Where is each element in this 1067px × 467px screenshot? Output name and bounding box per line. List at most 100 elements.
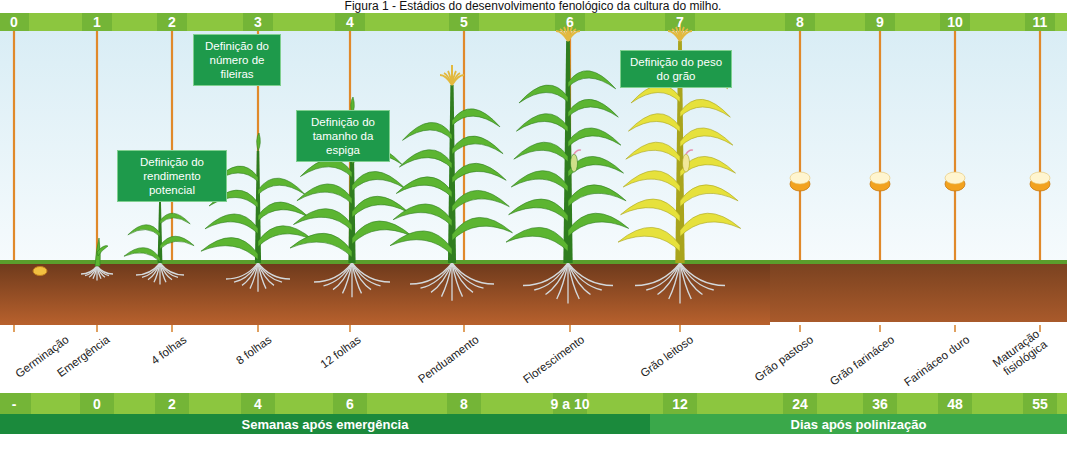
root [452,263,494,284]
stage-tick [879,325,881,332]
root [669,263,680,299]
maize-plant [506,21,629,263]
root [160,263,184,275]
stage-tick [569,325,571,332]
leaf [128,225,160,237]
maize-plant [618,21,741,263]
time-cell [783,393,817,414]
stage-number: 5 [460,14,468,30]
leaf [568,71,616,89]
root [97,266,113,274]
leaf [290,233,352,257]
leaf [516,114,568,132]
time-band: Dias após polinização [650,414,1067,434]
leaf [511,171,568,192]
tassel [568,31,580,41]
root-system [81,266,113,280]
root-system [226,263,290,292]
root [523,263,568,286]
time-number: 24 [792,396,808,412]
root-system [136,263,184,285]
root [646,263,680,290]
root-system [410,263,494,301]
leaf [621,199,680,222]
leaf [390,231,452,255]
time-number: 48 [947,396,963,412]
stage-number: 0 [10,14,18,30]
tassel [451,65,453,85]
leaf [568,128,621,147]
root [314,263,352,282]
stage-tick [13,325,15,332]
corn-kernel [945,172,965,191]
root [343,263,353,293]
stage-number: 3 [254,14,262,30]
stage-cell [865,13,895,31]
definition-box: Definição do tamanho da espiga [296,110,390,162]
stage-tick [257,325,259,332]
leaf [160,236,194,249]
leaf [293,209,352,231]
sky [0,31,1067,263]
stage-bar [0,13,1067,31]
root [451,263,452,301]
definition-box: Definição do peso do grão [620,50,732,88]
leaf [680,185,738,207]
leaf [402,122,452,140]
band-text: Semanas após emergência [242,417,409,432]
leaf [452,163,506,183]
leaf [396,177,452,198]
root [352,263,381,286]
stage-name: Grão farináceo [828,333,897,388]
time-number: 6 [346,396,354,412]
leaf [680,128,733,147]
time-cell [447,393,481,414]
stage-name: 12 folhas [318,333,363,371]
root-system [635,263,725,304]
stage-cell [157,13,187,31]
stage-name: Florescimento [521,333,587,386]
soil [770,263,1067,322]
time-bar [0,393,1067,414]
stage-number: 9 [876,14,884,30]
seed [33,267,47,276]
leaf [352,171,405,190]
stage-name: Grão pastoso [752,333,816,384]
leaf [568,99,618,117]
leaf [452,217,512,240]
root [680,263,714,290]
root [452,263,484,288]
leaf [509,199,568,222]
root [258,263,290,279]
stage-line [96,31,98,263]
figure-title: Figura 1 - Estádios do desenvolvimento f… [345,0,722,13]
leaf [160,213,190,224]
leaf [297,184,352,204]
definition-box: Definição do rendimento potencial [117,150,227,202]
stage-name: Grão leitoso [638,333,696,380]
stage-tick [171,325,173,332]
time-number: 8 [460,396,468,412]
stage-cell [555,13,585,31]
tassel [452,75,464,85]
root [679,263,680,304]
root [352,263,390,282]
time-cell [241,393,275,414]
stage-number: 4 [346,14,354,30]
stage-number: 2 [168,14,176,30]
root [258,263,282,282]
stage-cell [0,13,29,31]
time-number: 2 [168,396,176,412]
leaf [258,178,305,195]
corn-kernel [870,172,890,191]
sprout [97,246,108,256]
stage-line [13,31,15,263]
leaf [452,109,500,127]
stage-cell [1025,13,1055,31]
silk [686,150,693,154]
root [324,263,353,286]
band-text: Dias após polinização [791,417,927,432]
stage-line [799,31,801,263]
stage-tick [954,325,956,332]
root [635,263,680,286]
